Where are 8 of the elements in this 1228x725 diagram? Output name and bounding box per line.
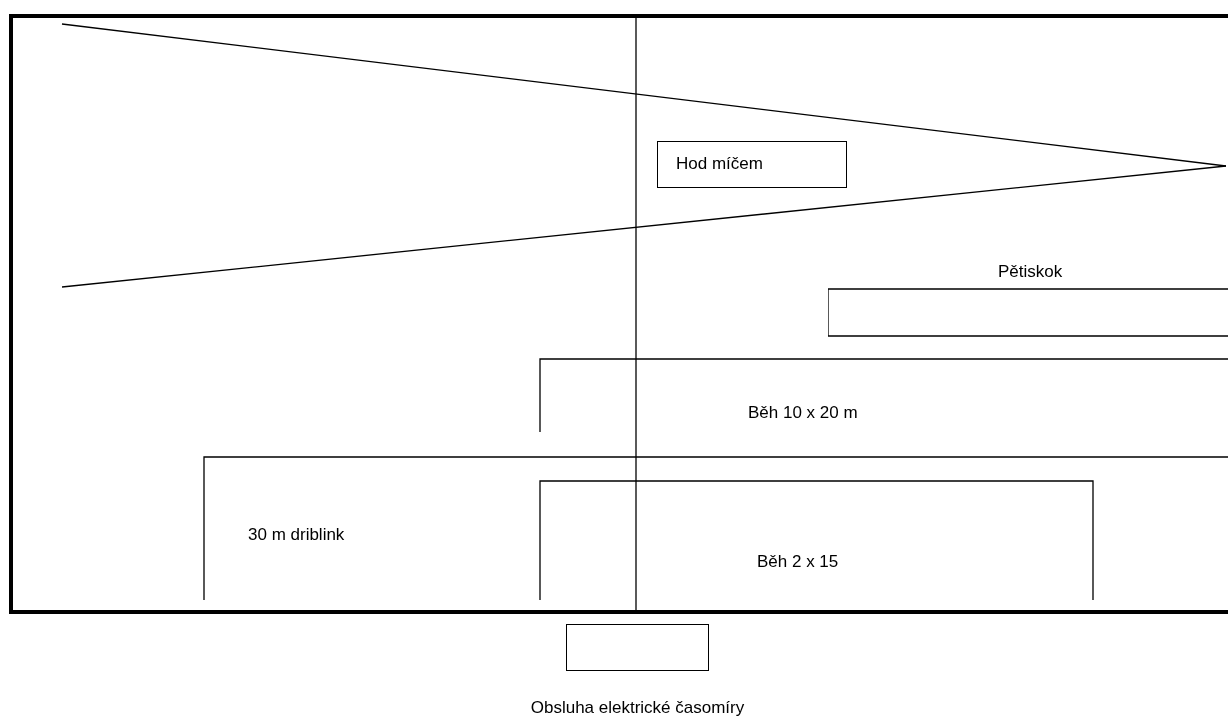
- jump-lane: [828, 262, 1228, 337]
- station-label: Běh 10 x 20 m: [748, 403, 858, 423]
- station-box: Hod míčem: [657, 141, 847, 188]
- station-label: Běh 2 x 15: [757, 552, 839, 572]
- station-label: 30 m driblink: [248, 525, 345, 545]
- timer-table: [566, 624, 709, 671]
- table-caption: Obsluha elektrické časomíry: [530, 698, 745, 718]
- lane-heading: Pětiskok: [998, 262, 1063, 282]
